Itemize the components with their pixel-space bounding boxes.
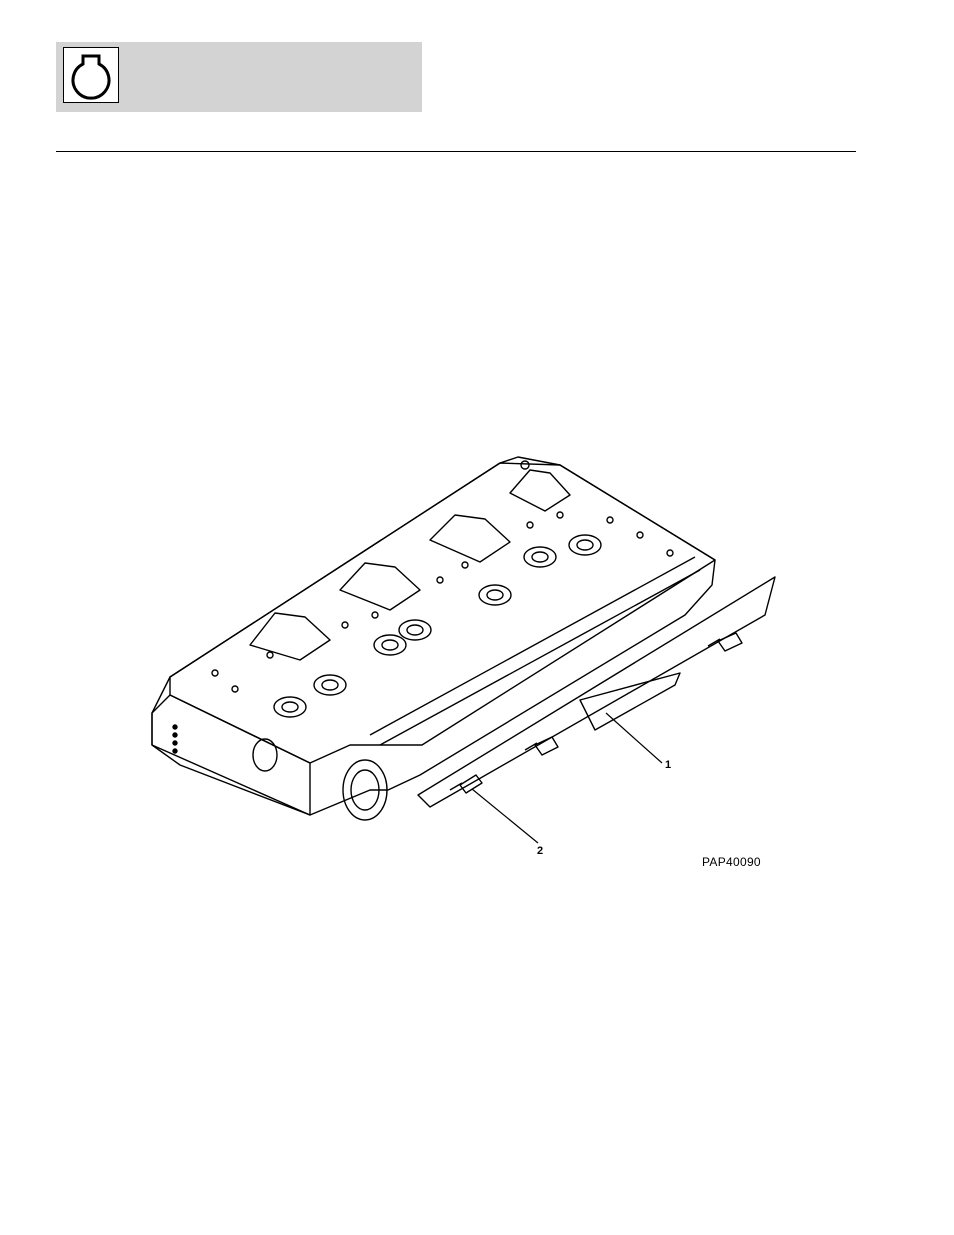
cylinder-head-illustration: 1 2 PAP40090: [140, 445, 800, 885]
callout-label: 2: [537, 845, 543, 857]
header-rule: [56, 151, 856, 152]
header-band: [56, 42, 422, 112]
engine-icon: [63, 47, 119, 103]
figure-id: PAP40090: [702, 855, 761, 869]
callout-label: 1: [665, 759, 671, 771]
